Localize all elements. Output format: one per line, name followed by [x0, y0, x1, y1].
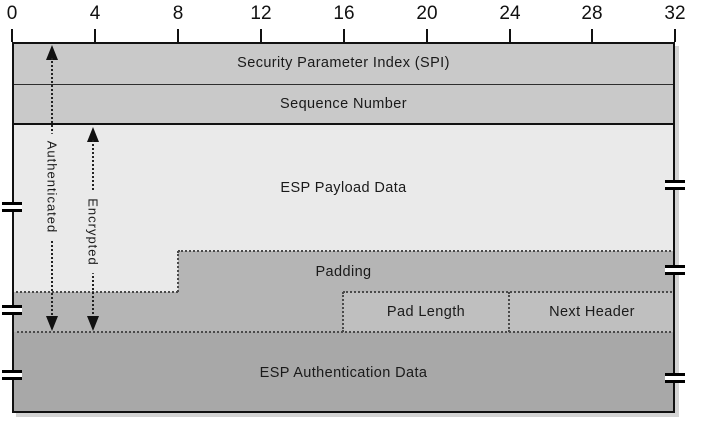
- break-mark-right-3: [665, 373, 685, 383]
- auth-data-field: [12, 332, 675, 413]
- authenticated-arrow-up-icon: [46, 45, 58, 60]
- ruler-tick-4: [94, 29, 96, 42]
- seq-payload-separator: [12, 122, 675, 125]
- ruler-label-24: 24: [499, 3, 521, 24]
- next-header-left-dotted-line: [508, 292, 510, 332]
- ruler-label-20: 20: [416, 3, 438, 24]
- break-mark-left-2: [2, 305, 22, 315]
- payload-field: [12, 124, 675, 251]
- next-header-field: [509, 292, 675, 332]
- ruler-tick-20: [426, 29, 428, 42]
- ruler-tick-8: [177, 29, 179, 42]
- authenticated-label: Authenticated: [44, 133, 60, 241]
- auth-data-label: ESP Authentication Data: [259, 364, 428, 381]
- spi-field: [12, 42, 675, 84]
- ruler-label-0: 0: [6, 3, 18, 24]
- ruler-tick-12: [260, 29, 262, 42]
- break-mark-right-1: [665, 180, 685, 190]
- padding-field: [178, 251, 675, 292]
- spi-seq-separator: [12, 83, 675, 85]
- payload-bottom-dotted-line: [12, 291, 178, 293]
- ruler-tick-32: [674, 29, 676, 42]
- pad-length-label: Pad Length: [386, 304, 466, 320]
- break-mark-left-3: [2, 370, 22, 380]
- ruler-label-28: 28: [581, 3, 603, 24]
- spi-label: Security Parameter Index (SPI): [237, 55, 450, 71]
- payload-label: ESP Payload Data: [280, 179, 407, 196]
- ruler-label-4: 4: [89, 3, 101, 24]
- ruler-label-12: 12: [250, 3, 272, 24]
- encrypted-arrow-down-icon: [87, 316, 99, 331]
- encrypted-label: Encrypted: [85, 191, 101, 273]
- next-header-label: Next Header: [549, 304, 635, 320]
- break-mark-right-2: [665, 265, 685, 275]
- encrypted-arrow-up-icon: [87, 127, 99, 142]
- pad-length-field: [343, 292, 509, 332]
- padding-label: Padding: [315, 263, 372, 280]
- pad-length-left-dotted-line: [342, 292, 344, 332]
- sequence-label: Sequence Number: [280, 95, 407, 112]
- ruler-tick-28: [591, 29, 593, 42]
- ruler-tick-24: [509, 29, 511, 42]
- ruler-label-32: 32: [664, 3, 686, 24]
- auth-top-dotted-line: [12, 331, 675, 333]
- ruler-tick-0: [11, 29, 13, 42]
- ruler-label-8: 8: [172, 3, 184, 24]
- authenticated-arrow-down-icon: [46, 316, 58, 331]
- ruler-label-16: 16: [333, 3, 355, 24]
- break-mark-left-1: [2, 202, 22, 212]
- padding-left-dotted-line: [177, 251, 179, 292]
- sequence-number-field: [12, 84, 675, 124]
- ruler-tick-16: [343, 29, 345, 42]
- padding-top-dotted-line: [178, 250, 675, 252]
